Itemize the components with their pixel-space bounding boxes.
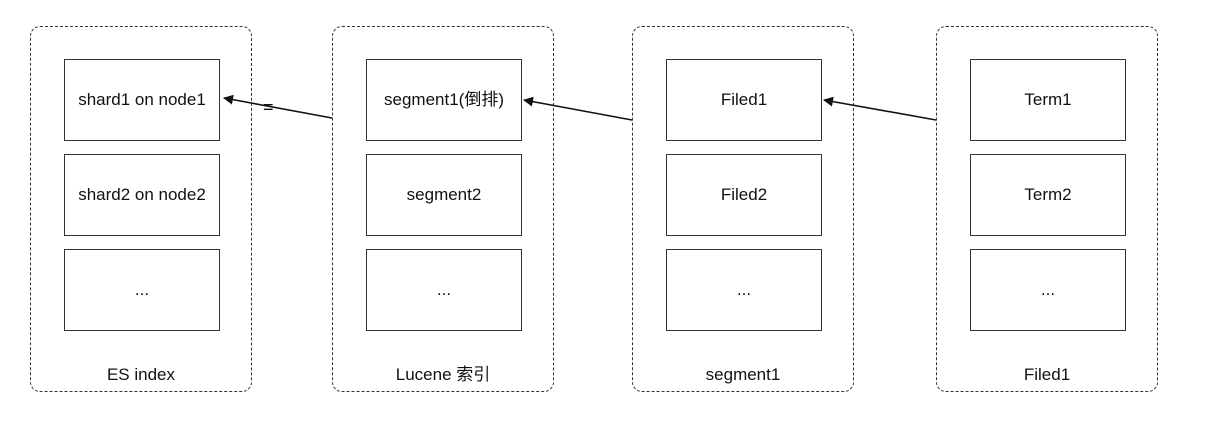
equals-sign: =	[263, 97, 274, 117]
group-segment1: Filed1 Filed2 ... segment1	[632, 26, 854, 392]
box-segment2: segment2	[366, 154, 522, 236]
group-label-es-index: ES index	[106, 365, 176, 384]
arrow-filed-to-segment	[823, 96, 937, 121]
box-shard1: shard1 on node1	[64, 59, 220, 141]
box-term2: Term2	[970, 154, 1126, 236]
arrow-lucene-to-es	[223, 94, 333, 119]
group-label-lucene-index: Lucene 索引	[395, 365, 491, 384]
box-segment1: segment1(倒排)	[366, 59, 522, 141]
box-lucene-more: ...	[366, 249, 522, 331]
group-lucene-index: segment1(倒排) segment2 ... Lucene 索引	[332, 26, 554, 392]
box-filed1: Filed1	[666, 59, 822, 141]
box-filed-more: ...	[970, 249, 1126, 331]
box-filed2: Filed2	[666, 154, 822, 236]
box-shard2: shard2 on node2	[64, 154, 220, 236]
group-filed1: Term1 Term2 ... Filed1	[936, 26, 1158, 392]
group-es-index: shard1 on node1 shard2 on node2 ... ES i…	[30, 26, 252, 392]
arrow-segment-to-lucene	[523, 96, 633, 121]
box-term1: Term1	[970, 59, 1126, 141]
box-segment-more: ...	[666, 249, 822, 331]
group-label-segment1: segment1	[705, 365, 781, 384]
box-es-more: ...	[64, 249, 220, 331]
group-label-filed1: Filed1	[1023, 365, 1071, 384]
